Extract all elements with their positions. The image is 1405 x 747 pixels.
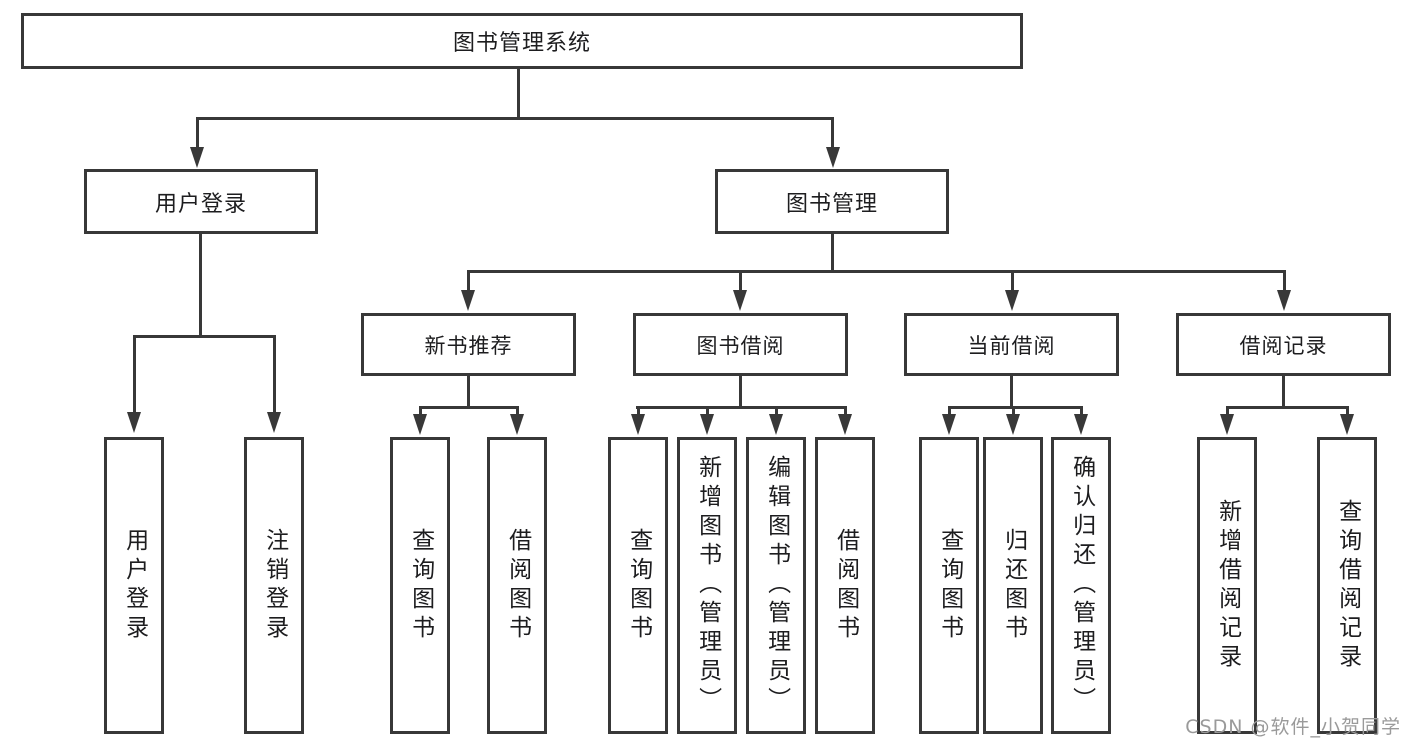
arrowhead bbox=[1005, 290, 1019, 311]
connector-root-stem bbox=[517, 69, 520, 118]
connector-user-login-branch bbox=[133, 335, 275, 338]
arrowhead bbox=[413, 414, 427, 435]
arrowhead bbox=[1074, 414, 1088, 435]
connector-user-login-stem bbox=[199, 233, 202, 336]
arrowhead bbox=[267, 412, 281, 433]
connector-stem bbox=[516, 406, 519, 417]
csdn-watermark: CSDN @软件_小贺同学 bbox=[1185, 716, 1401, 738]
arrowhead bbox=[1340, 414, 1354, 435]
node-leaf-query-book-borrow: 查询图书 bbox=[608, 437, 668, 734]
connector-stem bbox=[1080, 406, 1083, 417]
node-leaf-confirm-return-admin: 确认归还（管理员） bbox=[1051, 437, 1111, 734]
arrowhead bbox=[838, 414, 852, 435]
connector-stem bbox=[739, 270, 742, 292]
arrowhead bbox=[1006, 414, 1020, 435]
node-current-borrow: 当前借阅 bbox=[904, 313, 1119, 376]
arrowhead bbox=[733, 290, 747, 311]
connector-stem bbox=[133, 335, 136, 415]
connector-stem bbox=[1010, 375, 1013, 408]
node-book-borrow: 图书借阅 bbox=[633, 313, 848, 376]
connector-stem bbox=[637, 406, 640, 417]
node-book-management: 图书管理 bbox=[715, 169, 949, 234]
arrowhead bbox=[127, 412, 141, 433]
connector-stem bbox=[1011, 270, 1014, 292]
arrowhead bbox=[190, 147, 204, 168]
connector-level3-branch bbox=[467, 270, 1285, 273]
arrowhead bbox=[942, 414, 956, 435]
node-leaf-query-book-recommend: 查询图书 bbox=[390, 437, 450, 734]
connector-branch bbox=[636, 406, 846, 409]
connector-stem bbox=[706, 406, 709, 417]
connector-level2-branch bbox=[196, 117, 834, 120]
node-borrow-record: 借阅记录 bbox=[1176, 313, 1391, 376]
connector-stem bbox=[831, 117, 834, 151]
connector-stem bbox=[1012, 406, 1015, 417]
connector-stem bbox=[467, 270, 470, 292]
arrowhead bbox=[461, 290, 475, 311]
node-leaf-borrow-book: 借阅图书 bbox=[815, 437, 875, 734]
node-leaf-return-book: 归还图书 bbox=[983, 437, 1043, 734]
node-leaf-logout: 注销登录 bbox=[244, 437, 304, 734]
connector-stem bbox=[273, 335, 276, 415]
arrowhead bbox=[1277, 290, 1291, 311]
connector-stem bbox=[739, 375, 742, 408]
connector-branch bbox=[948, 406, 1082, 409]
connector-stem bbox=[1283, 270, 1286, 292]
node-leaf-user-login: 用户登录 bbox=[104, 437, 164, 734]
node-root: 图书管理系统 bbox=[21, 13, 1023, 69]
node-leaf-add-book-admin: 新增图书（管理员） bbox=[677, 437, 737, 734]
connector-stem bbox=[419, 406, 422, 417]
connector-stem bbox=[844, 406, 847, 417]
arrowhead bbox=[1220, 414, 1234, 435]
connector-stem bbox=[775, 406, 778, 417]
node-leaf-query-borrow-record: 查询借阅记录 bbox=[1317, 437, 1377, 734]
connector-stem bbox=[948, 406, 951, 417]
arrowhead bbox=[510, 414, 524, 435]
connector-stem bbox=[467, 375, 470, 408]
arrowhead bbox=[631, 414, 645, 435]
connector-book-mgmt-stem bbox=[831, 234, 834, 271]
node-user-login: 用户登录 bbox=[84, 169, 318, 234]
connector-stem bbox=[1226, 406, 1229, 417]
node-leaf-edit-book-admin: 编辑图书（管理员） bbox=[746, 437, 806, 734]
node-leaf-add-borrow-record: 新增借阅记录 bbox=[1197, 437, 1257, 734]
arrowhead bbox=[769, 414, 783, 435]
node-leaf-query-book-current: 查询图书 bbox=[919, 437, 979, 734]
connector-branch bbox=[419, 406, 519, 409]
node-new-book-recommend: 新书推荐 bbox=[361, 313, 576, 376]
connector-stem bbox=[1346, 406, 1349, 417]
arrowhead bbox=[826, 147, 840, 168]
node-leaf-borrow-book-recommend: 借阅图书 bbox=[487, 437, 547, 734]
arrowhead bbox=[700, 414, 714, 435]
connector-stem bbox=[196, 117, 199, 151]
connector-stem bbox=[1282, 375, 1285, 408]
connector-branch bbox=[1226, 406, 1348, 409]
